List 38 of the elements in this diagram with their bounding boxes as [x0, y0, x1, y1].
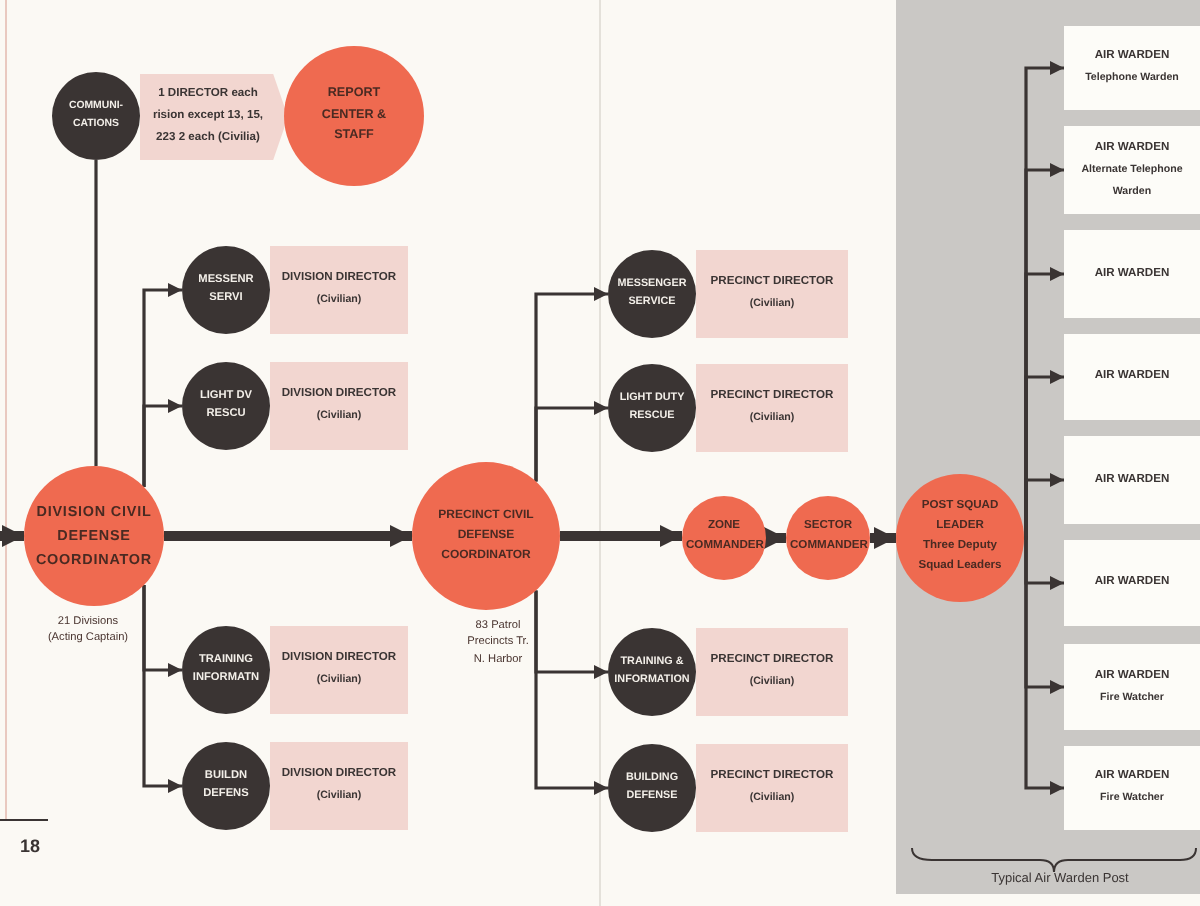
- service-circle: [608, 250, 696, 338]
- director-box: [270, 246, 408, 334]
- arrow: [870, 527, 896, 549]
- role-circle: [682, 496, 766, 580]
- service-circle: [182, 246, 270, 334]
- service-circle: [182, 742, 270, 830]
- service-circle: [608, 744, 696, 832]
- warden-box: [1064, 334, 1200, 420]
- warden-box: [1064, 126, 1200, 214]
- arrow: [560, 525, 682, 547]
- arrow: [0, 525, 24, 547]
- director-box: [270, 626, 408, 714]
- warden-box: [1064, 26, 1200, 110]
- service-circle: [608, 364, 696, 452]
- service-circle: [182, 626, 270, 714]
- arrow: [142, 585, 182, 793]
- director-box: [696, 250, 848, 338]
- service-circle: [182, 362, 270, 450]
- arrow: [164, 525, 412, 547]
- arrow: [142, 399, 182, 487]
- warden-box: [1064, 746, 1200, 830]
- service-circle: [52, 72, 140, 160]
- arrow: [1023, 536, 1064, 795]
- director-box: [696, 628, 848, 716]
- service-circle: [608, 628, 696, 716]
- page-number: 18: [20, 836, 43, 856]
- arrow: [534, 401, 608, 482]
- director-box: [270, 742, 408, 830]
- role-circle: [786, 496, 870, 580]
- director-box: [270, 362, 408, 450]
- warden-box: [1064, 230, 1200, 318]
- arrow: [764, 527, 786, 549]
- warden-box: [1064, 436, 1200, 524]
- arrow: [534, 590, 608, 795]
- warden-box: [1064, 540, 1200, 626]
- director-box: [696, 364, 848, 452]
- warden-box: [1064, 644, 1200, 730]
- director-box: [696, 744, 848, 832]
